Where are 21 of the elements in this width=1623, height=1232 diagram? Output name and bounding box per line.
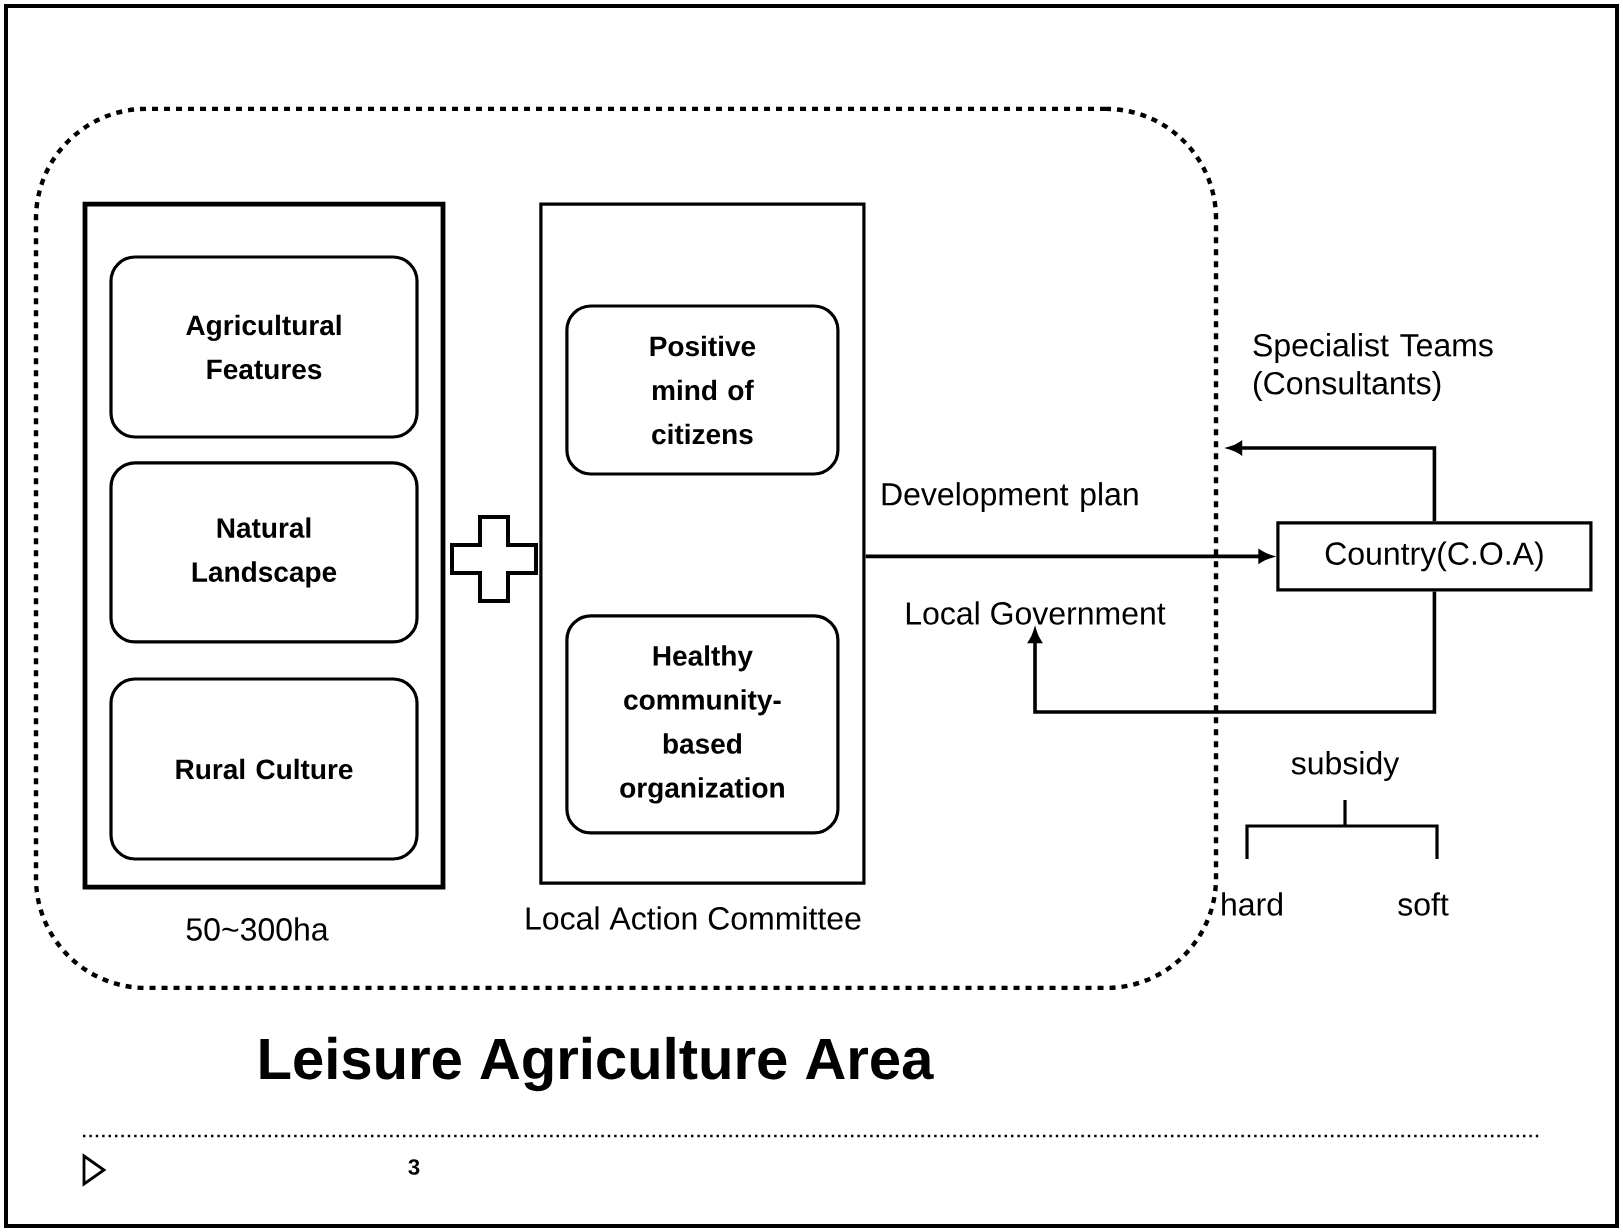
rounded-box: Rural Culture [109, 677, 419, 861]
text-label: 3 [408, 1159, 420, 1175]
frame-box: Country(C.O.A) [1276, 521, 1593, 592]
frame-box [539, 202, 866, 885]
text-label: Local Government [906, 601, 1166, 625]
box-caption: 50~300ha [186, 917, 329, 941]
text-label: subsidy [1291, 751, 1400, 781]
dashed-region [33, 106, 1219, 1092]
arrow [1028, 591, 1437, 714]
plus-sign [450, 515, 538, 603]
box-caption: Local Action Committee [526, 906, 861, 930]
text-label: soft [1398, 892, 1449, 916]
rounded-box: Positive mind of citizens [565, 304, 840, 476]
frame-box [82, 201, 446, 890]
edge-label: Specialist Teams (Consultants) [1253, 333, 1493, 401]
rounded-box: Natural Landscape [109, 461, 419, 644]
edge-label: Development plan [882, 482, 1138, 512]
text-label: hard [1222, 892, 1282, 916]
rounded-box: Healthy community-based organization [565, 614, 840, 835]
rounded-box: Agricultural Features [109, 255, 419, 439]
area-title: Leisure Agriculture Area [260, 1036, 934, 1092]
